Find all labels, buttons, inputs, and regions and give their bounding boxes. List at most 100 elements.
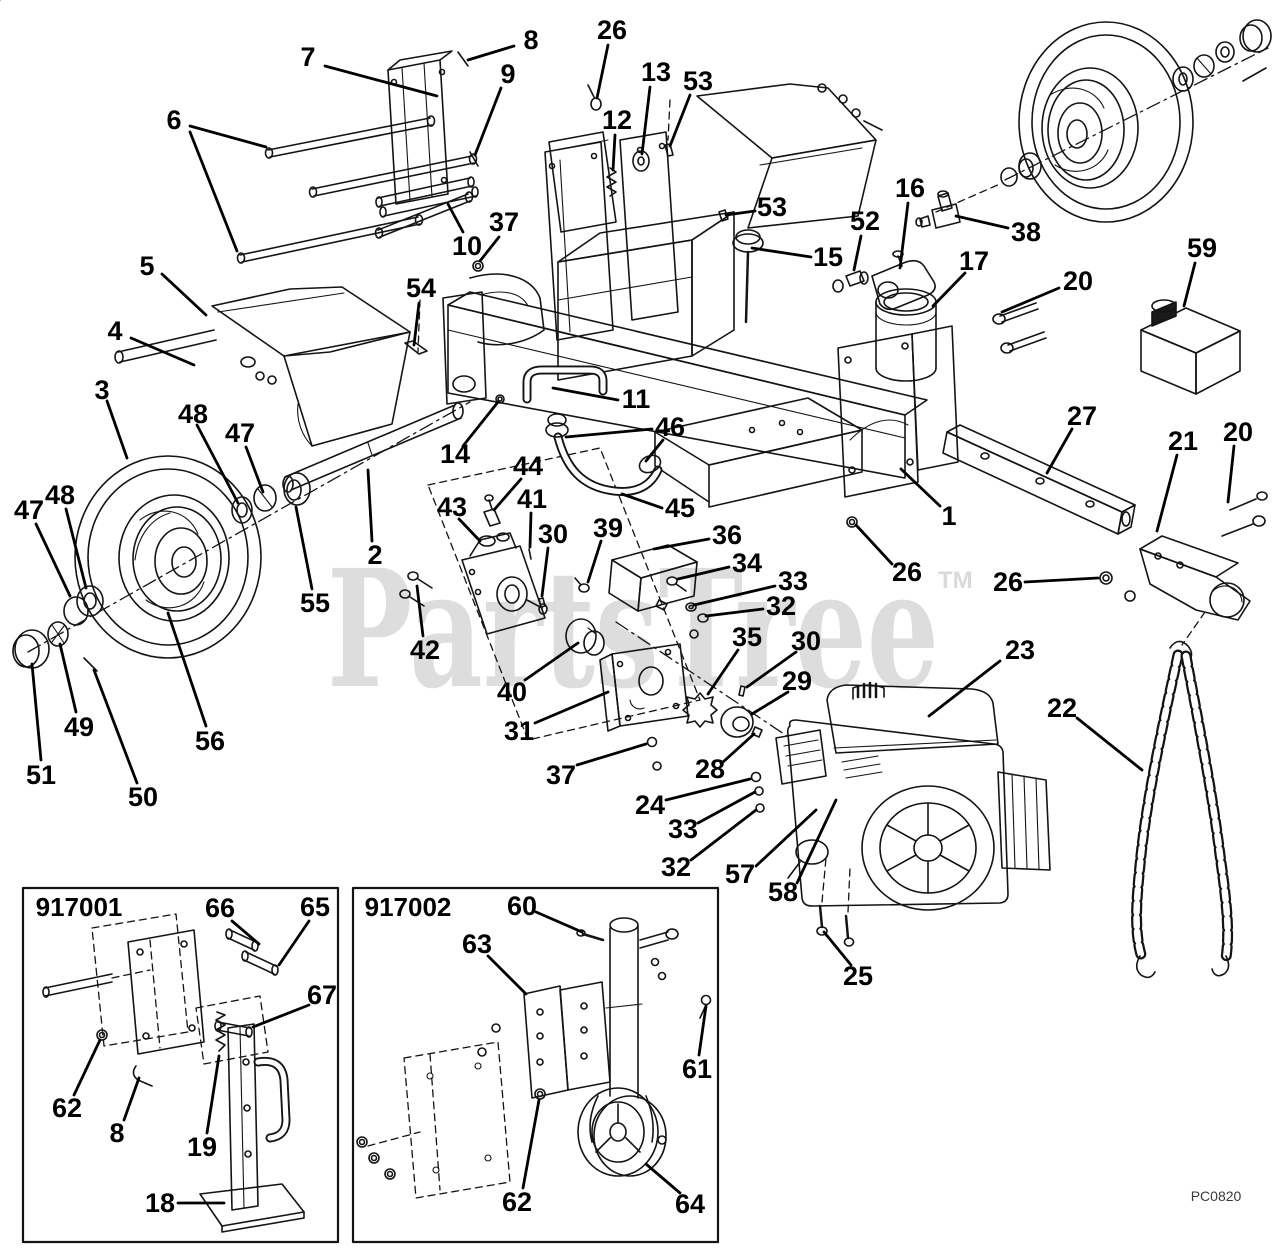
- leader-line-28: [721, 732, 756, 764]
- right-axle-hardware: [1000, 19, 1272, 187]
- callout-25: 25: [843, 961, 873, 991]
- leader-line-45: [620, 492, 664, 510]
- callout-35: 35: [732, 622, 762, 652]
- leader-line-47: [244, 445, 265, 494]
- leader-line-35: [706, 648, 740, 696]
- leader-line-65: [277, 919, 311, 967]
- leader-line-7: [323, 64, 439, 98]
- leader-line-52: [852, 234, 863, 272]
- leader-line-15: [750, 246, 813, 259]
- leader-line-58: [795, 798, 838, 885]
- suction-hose: [483, 413, 663, 608]
- callout-47: 47: [14, 495, 44, 525]
- leader-line-46: [644, 438, 665, 463]
- engine-tray: [654, 397, 863, 508]
- leader-line-6: [188, 130, 239, 253]
- leader-line-20: [1226, 444, 1236, 504]
- leader-line-26: [1023, 576, 1100, 584]
- leader-line-1: [899, 467, 942, 508]
- callout-47: 47: [225, 418, 255, 448]
- inset-917001: [21, 886, 340, 1244]
- callout-43: 43: [437, 492, 467, 522]
- callout-62: 62: [52, 1093, 82, 1123]
- engine: [775, 681, 1051, 947]
- leader-line-48: [64, 507, 88, 590]
- leader-line-46: [564, 427, 654, 439]
- callout-54: 54: [406, 273, 436, 303]
- safety-chain: [1131, 640, 1234, 979]
- leader-line-24: [664, 777, 752, 802]
- callout-66: 66: [205, 893, 235, 923]
- leader-line-26: [854, 523, 894, 566]
- callout-20: 20: [1223, 417, 1253, 447]
- lift-handle: [522, 365, 608, 404]
- inset-917002: [351, 886, 720, 1244]
- callout-34: 34: [732, 548, 762, 578]
- leader-line-22: [1075, 716, 1144, 772]
- callout-42: 42: [410, 635, 440, 665]
- leader-line-48: [195, 423, 240, 505]
- leader-line-51: [30, 662, 43, 762]
- pump-bracket: [599, 643, 765, 813]
- callout-52: 52: [850, 206, 880, 236]
- callout-2: 2: [367, 540, 382, 570]
- leader-line-57: [754, 808, 818, 868]
- callout-57: 57: [725, 859, 755, 889]
- hydraulic-pump: [399, 532, 605, 656]
- leader-line-49: [58, 642, 78, 714]
- callout-61: 61: [682, 1054, 712, 1084]
- leader-line-42: [415, 584, 425, 638]
- pusher-bracket: [375, 50, 479, 218]
- diagram-code: PC0820: [1191, 1188, 1242, 1204]
- leader-line-34: [676, 565, 731, 581]
- leader-line-53: [668, 93, 692, 148]
- callout-21: 21: [1168, 426, 1198, 456]
- leader-line-16: [898, 201, 910, 270]
- callout-26: 26: [892, 557, 922, 587]
- callout-1: 1: [941, 501, 956, 531]
- callout-48: 48: [45, 480, 75, 510]
- callout-67: 67: [307, 980, 337, 1010]
- callout-37: 37: [489, 207, 519, 237]
- callout-32: 32: [766, 591, 796, 621]
- callout-29: 29: [782, 666, 812, 696]
- leader-line-67: [251, 1003, 311, 1029]
- callout-12: 12: [602, 105, 632, 135]
- callout-8: 8: [523, 25, 538, 55]
- callout-26: 26: [597, 15, 627, 45]
- leader-line-30: [745, 650, 798, 689]
- leader-line-21: [1155, 453, 1179, 533]
- leader-line-55: [294, 505, 314, 591]
- callout-33: 33: [668, 814, 698, 844]
- leader-line-60: [534, 910, 584, 934]
- leader-line-32: [704, 607, 765, 618]
- leader-line-62: [72, 1038, 102, 1097]
- callout-33: 33: [778, 566, 808, 596]
- leader-line-33: [696, 790, 757, 825]
- callout-56: 56: [195, 726, 225, 756]
- leader-line-37: [478, 235, 501, 263]
- callout-45: 45: [665, 493, 695, 523]
- leader-line-19: [205, 1054, 221, 1135]
- callout-38: 38: [1011, 217, 1041, 247]
- watermark: PartsTree TM: [327, 535, 973, 725]
- leader-line-36: [652, 537, 711, 551]
- leader-line-9: [473, 86, 503, 157]
- callout-40: 40: [497, 677, 527, 707]
- frame-plates: [544, 131, 679, 341]
- leader-line-56: [166, 611, 208, 728]
- leader-line-13: [640, 85, 652, 156]
- leader-line-26: [595, 43, 610, 100]
- callout-18: 18: [145, 1188, 175, 1218]
- leader-line-5: [160, 272, 208, 317]
- callout-27: 27: [1067, 401, 1097, 431]
- leader-line-27: [1045, 427, 1074, 475]
- leader-line-29: [750, 690, 790, 716]
- callout-14: 14: [440, 439, 470, 469]
- callout-6: 6: [166, 105, 181, 135]
- leader-line-44: [492, 477, 523, 512]
- callout-30: 30: [791, 626, 821, 656]
- hitch-coupler: [992, 302, 1268, 621]
